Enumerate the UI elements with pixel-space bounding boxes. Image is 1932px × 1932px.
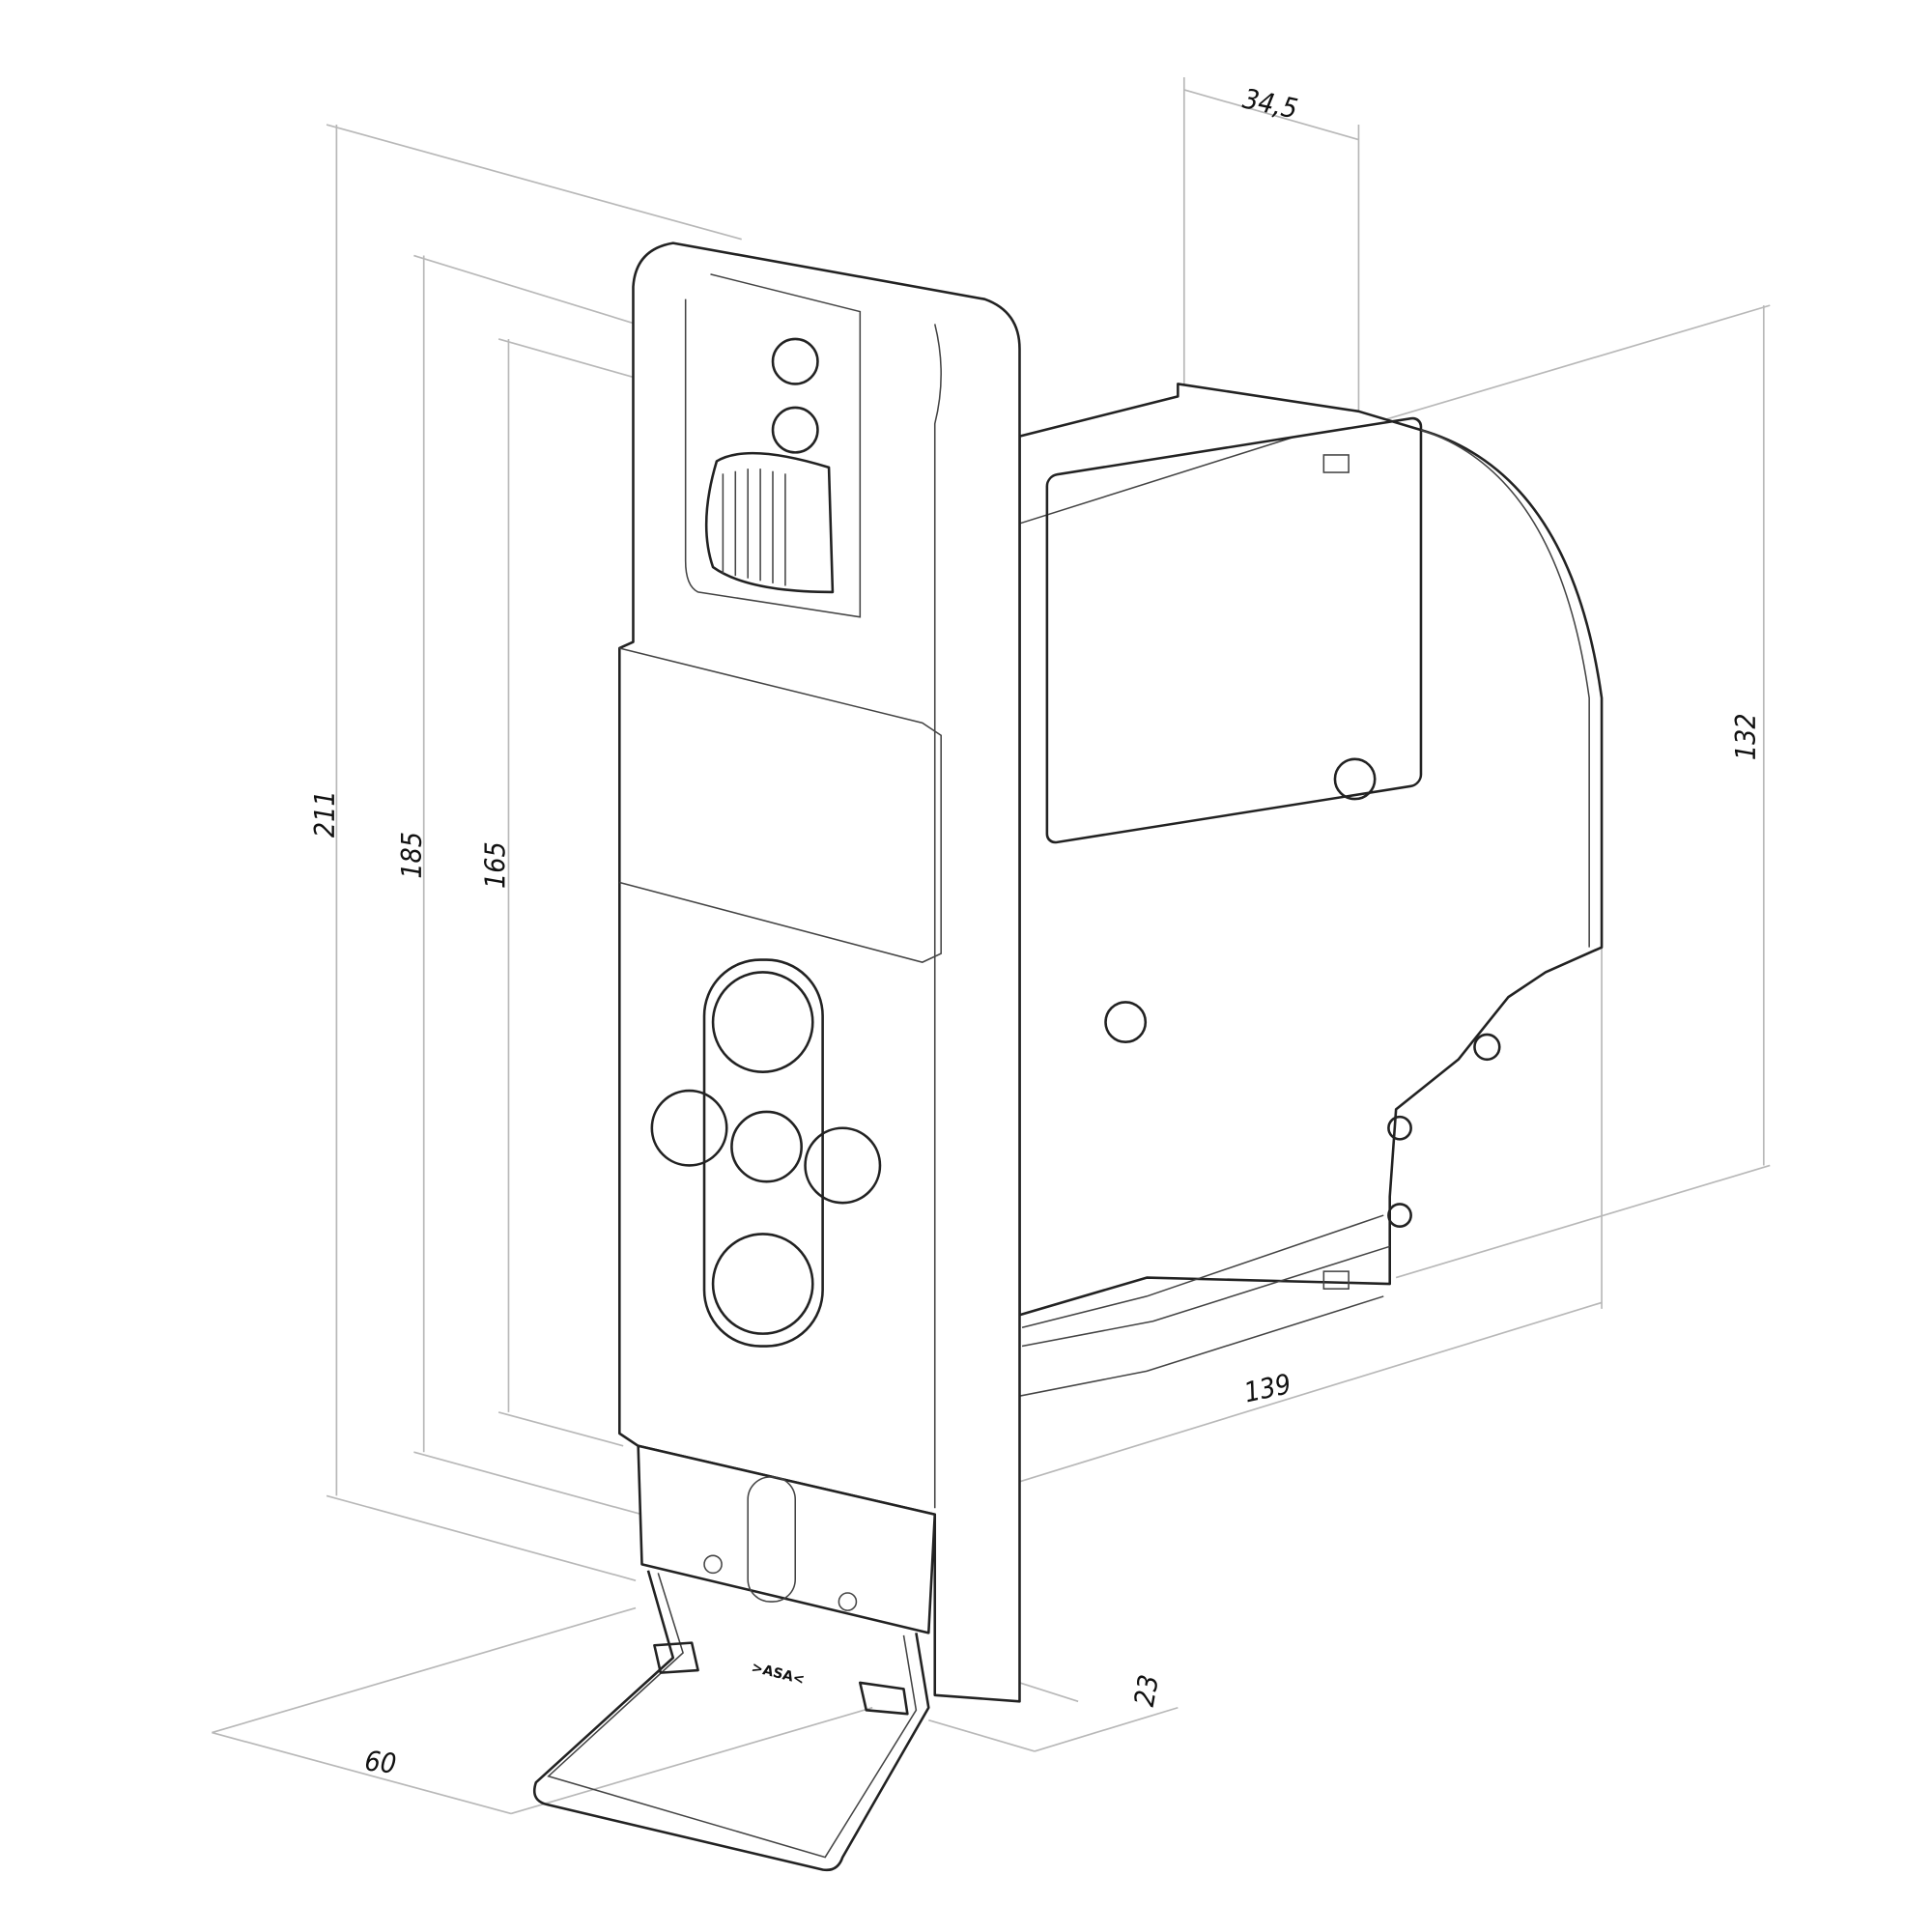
button-left [650, 1089, 728, 1167]
button-icon [771, 337, 819, 385]
control-pad [702, 958, 824, 1348]
screw-icon [1387, 1203, 1412, 1228]
winder-housing [1018, 383, 1604, 1398]
dim-165: 165 [480, 841, 512, 889]
button-up [711, 971, 814, 1073]
dim-132: 132 [1730, 713, 1762, 760]
label-recess [1045, 416, 1423, 844]
dim-211: 211 [309, 790, 341, 838]
button-center [730, 1110, 803, 1183]
front-plate [618, 242, 1021, 1703]
dim-139: 139 [1241, 1368, 1294, 1408]
dimension-lines [212, 77, 1771, 1815]
button-icon [771, 406, 819, 454]
dim-34-5: 34,5 [1240, 83, 1300, 126]
button-right [804, 1126, 882, 1205]
dim-60: 60 [363, 1745, 398, 1779]
dim-23: 23 [1128, 1672, 1165, 1709]
belt-drum [704, 451, 835, 594]
screw-icon [1333, 757, 1377, 801]
screw-icon [1387, 1115, 1412, 1141]
dim-185: 185 [396, 832, 428, 879]
button-down [711, 1233, 814, 1335]
brand-logo: >ASA< [750, 1660, 806, 1688]
screw-icon [1473, 1033, 1501, 1062]
screw-icon [1104, 1001, 1148, 1043]
